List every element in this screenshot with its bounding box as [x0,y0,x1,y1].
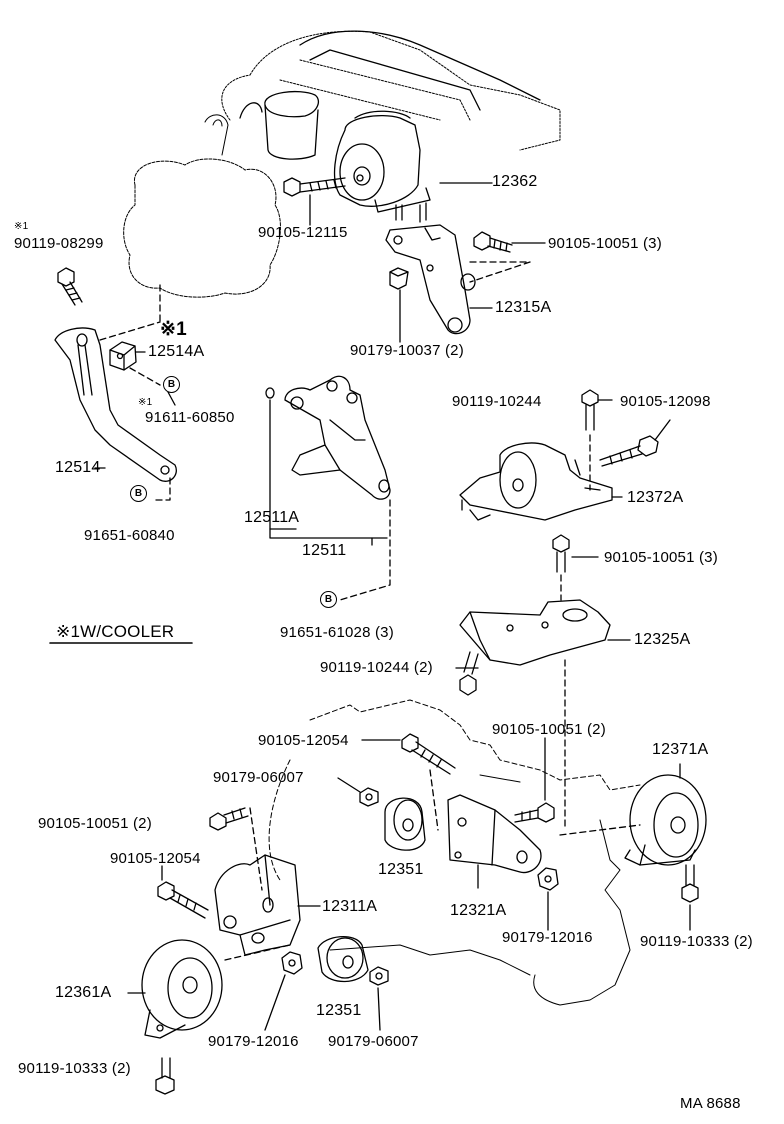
label-90119-10333-right: 90119-10333 (2) [640,933,753,950]
label-12311A: 12311A [322,898,378,915]
bolt-90119-08299 [57,267,83,306]
spacer-12514A [109,341,137,371]
mount-12361A [141,939,223,1039]
bolt-90119-10244-b [459,651,479,696]
transmission-outline [123,114,281,298]
bolt-90119-10333-a [681,864,699,903]
label-90105-10051-3-mid: 90105-10051 (3) [604,549,718,566]
label-12362: 12362 [492,173,538,190]
collar-12511A [265,387,275,399]
nut-90179-06007-a [359,787,379,807]
bolt-90105-12054-b [157,881,209,919]
label-90179-06007-top: 90179-06007 [213,769,304,786]
label-12321A: 12321A [450,902,507,919]
label-90105-12054-left: 90105-12054 [110,850,201,867]
label-91651-60840: 91651-60840 [84,527,175,544]
badge-b-icon: B [163,376,180,393]
label-90105-10051-3-top: 90105-10051 (3) [548,235,662,252]
label-90119-10333-left: 90119-10333 (2) [18,1060,131,1077]
bolt-90105-12098 [599,435,659,467]
label-91611-60850: 91611-60850 [145,409,235,426]
bracket-12511 [284,375,391,500]
label-12372A: 12372A [627,489,684,506]
engine-block-outline [221,30,561,151]
nut-90179-06007-b [369,966,389,986]
bolt-90105-10051-b [552,534,570,573]
label-12514A: 12514A [148,343,205,360]
nut-90179-10037 [389,267,409,290]
label-12361A: 12361A [55,984,112,1001]
bracket-12311A [214,854,301,956]
label-90105-12054-top: 90105-12054 [258,732,349,749]
mount-12372A [459,442,613,521]
label-12511: 12511 [302,542,347,559]
bolt-90105-12054-a [401,733,456,775]
label-star1-small-b: ※1 [138,397,153,408]
bracket-12321A [447,794,542,889]
label-90105-10051-2-right: 90105-10051 (2) [492,721,606,738]
bushing-12351-a [384,797,426,851]
label-90119-10244: 90119-10244 [452,393,542,410]
label-90179-12016-left: 90179-12016 [208,1033,299,1050]
label-90105-10051-2-left: 90105-10051 (2) [38,815,152,832]
bolt-90105-12115 [283,177,346,197]
badge-b-icon: B [130,485,147,502]
label-12514: 12514 [55,459,101,476]
bushing-12351-b [317,936,369,983]
bolt-90105-10051-c [514,802,555,823]
label-90119-08299: 90119-08299 [14,235,104,252]
bolt-90105-10051-a [473,231,513,253]
engine-top-outline [239,30,541,160]
lower-engine-outline [268,699,641,881]
badge-b-icon: B [320,591,337,608]
label-12351-bottom: 12351 [316,1002,362,1019]
mount-12362 [333,110,431,223]
label-12511A: 12511A [244,509,300,526]
bracket-12325A [459,599,611,666]
label-90179-06007-bottom: 90179-06007 [328,1033,419,1050]
label-90119-10244-2: 90119-10244 (2) [320,659,433,676]
label-12325A: 12325A [634,631,691,648]
label-90105-12098: 90105-12098 [620,393,711,410]
label-90179-12016-right: 90179-12016 [502,929,593,946]
mount-12371A [624,774,707,866]
label-90105-12115: 90105-12115 [258,224,348,241]
bolt-90119-10244-a [581,389,599,431]
bracket-12514 [54,321,177,482]
nut-90179-12016-a [537,867,559,891]
label-12315A: 12315A [495,299,552,316]
label-star1-small-a: ※1 [14,221,29,232]
label-91651-61028: 91651-61028 (3) [280,624,394,641]
bolt-90119-10333-b [155,1057,175,1095]
lower-engine-outline-solid [329,774,631,1006]
label-90179-10037: 90179-10037 (2) [350,342,464,359]
label-12351-top: 12351 [378,861,424,878]
label-star1-big: ※1 [160,319,187,340]
bracket-12315A [385,224,476,335]
nut-90179-12016-b [281,951,303,975]
label-12371A: 12371A [652,741,709,758]
diagram-code: MA 8688 [680,1095,741,1112]
bolt-90105-10051-d [209,807,249,831]
note-with-cooler: ※1W/COOLER [56,622,175,641]
